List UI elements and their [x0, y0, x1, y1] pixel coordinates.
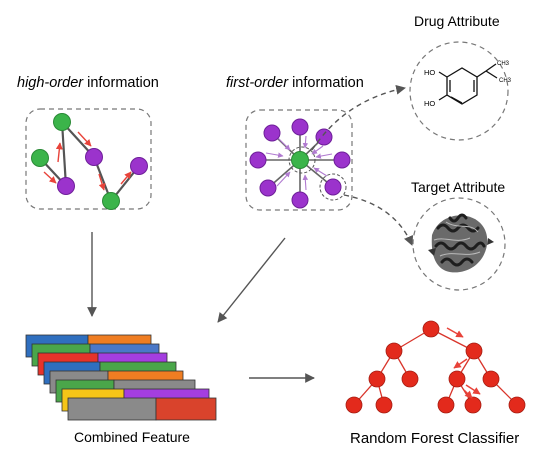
random-forest-tree: [345, 320, 526, 414]
high-order-panel-border: [25, 108, 152, 210]
tree-node: [422, 320, 440, 338]
graph-node-purple: [333, 151, 351, 169]
high-order-graph: [25, 108, 152, 210]
tree-node: [385, 342, 403, 360]
tree-node: [508, 396, 526, 414]
tree-node: [368, 370, 386, 388]
tree-nodes: [345, 320, 526, 414]
molecule-ho-bottom: HO: [424, 99, 435, 108]
target-attribute-figure: [412, 197, 506, 291]
graph-node-purple: [85, 148, 103, 166]
molecule-structure: [438, 63, 498, 105]
target-attribute-label: Target Attribute: [411, 179, 505, 195]
target-link-arrow: [343, 194, 414, 246]
arrow-first-to-combined: [217, 237, 286, 323]
random-forest-label: Random Forest Classifier: [350, 430, 519, 447]
drug-attribute-circle: [409, 41, 509, 141]
tree-node: [375, 396, 393, 414]
tree-node: [465, 342, 483, 360]
high-order-label: high-order information: [17, 75, 159, 91]
drug-link-arrow: [311, 84, 406, 151]
high-order-red-arrows: [43, 131, 132, 191]
tree-node: [482, 370, 500, 388]
tree-edges: [353, 328, 518, 406]
tree-node: [464, 396, 482, 414]
drug-attribute-label: Drug Attribute: [414, 13, 500, 29]
tree-path-arrows: [446, 327, 481, 399]
tree-node: [401, 370, 419, 388]
star-inflow-arrows: [265, 135, 333, 191]
graph-node-purple: [259, 179, 277, 197]
molecule-ch3-bottom: CH3: [499, 78, 512, 84]
tree-node: [448, 370, 466, 388]
first-order-label: first-order information: [226, 75, 364, 91]
molecule-ho-top: HO: [424, 68, 435, 77]
molecule-ch3-top: CH3: [497, 61, 510, 67]
graph-node-purple: [249, 151, 267, 169]
graph-node-green: [102, 192, 120, 210]
graph-node-purple: [57, 177, 75, 195]
feature-bar: [67, 397, 217, 421]
graph-node-purple: [263, 124, 281, 142]
combined-feature-label: Combined Feature: [74, 429, 190, 445]
graph-node-purple: [130, 157, 148, 175]
target-highlight-ring: [319, 173, 347, 201]
graph-node-purple: [324, 178, 342, 196]
first-order-panel-border: [245, 109, 353, 211]
graph-node-green: [31, 149, 49, 167]
graph-node-green-center: [291, 151, 309, 169]
combined-feature-stack: [25, 334, 217, 421]
graph-node-purple: [291, 191, 309, 209]
graph-node-green: [53, 113, 71, 131]
protein-structure: [428, 213, 494, 273]
graph-node-purple: [291, 118, 309, 136]
tree-node: [345, 396, 363, 414]
first-order-graph: [245, 109, 353, 211]
drug-highlight-ring: [288, 146, 316, 174]
graph-node-purple: [315, 128, 333, 146]
drug-attribute-figure: HO HO CH3 CH3: [409, 41, 512, 141]
tree-node: [437, 396, 455, 414]
